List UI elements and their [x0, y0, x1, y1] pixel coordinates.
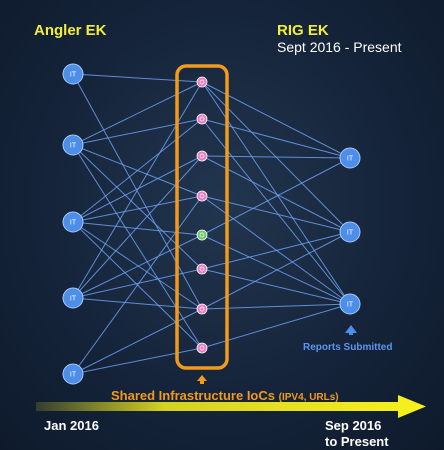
- edge-left-to-ioc: [72, 221, 203, 310]
- node-label: IT: [70, 220, 77, 227]
- shared-infrastructure-text: Shared Infrastructure IoCs: [111, 388, 275, 403]
- edge-left-to-ioc: [72, 155, 203, 223]
- ioc-node-circle: [196, 303, 208, 315]
- ioc-node-7: [196, 303, 208, 315]
- reports-submitted-label: Reports Submitted: [303, 342, 393, 353]
- rig-node-3: IT: [339, 293, 361, 315]
- connection-edges: [72, 73, 351, 375]
- edge-ioc-to-right: [201, 303, 351, 310]
- edge-left-to-ioc: [72, 347, 203, 375]
- edge-left-to-ioc: [72, 144, 203, 270]
- edge-left-to-ioc: [72, 73, 203, 310]
- shared-infrastructure-label: Shared Infrastructure IoCs (IPV4, URLs): [111, 388, 339, 403]
- node-label: IT: [347, 230, 354, 237]
- edge-left-to-ioc: [72, 297, 203, 310]
- rig-node-2: IT: [339, 221, 361, 243]
- edge-left-to-ioc: [72, 118, 203, 223]
- edge-left-to-ioc: [72, 155, 203, 299]
- edge-left-to-ioc: [72, 221, 203, 236]
- shared-ioc-highlight-box: [175, 64, 229, 370]
- node-circle: [62, 134, 84, 156]
- node-circle: [62, 63, 84, 85]
- edge-ioc-to-right: [201, 268, 351, 305]
- node-circle: [339, 147, 361, 169]
- node-label: IT: [70, 372, 77, 379]
- shared-up-arrow-stem: [200, 380, 204, 384]
- edge-ioc-to-right: [201, 155, 351, 233]
- rig-ek-date-range: Sept 2016 - Present: [277, 39, 402, 55]
- timeline-start-date: Jan 2016: [44, 418, 99, 433]
- edge-left-to-ioc: [72, 268, 203, 299]
- rig-node-1: IT: [339, 147, 361, 169]
- ioc-globe-icon: [199, 116, 205, 122]
- reports-up-arrow-icon: [345, 325, 357, 333]
- node-label: IT: [70, 72, 77, 79]
- edge-ioc-to-right: [201, 195, 351, 233]
- edge-ioc-to-right: [201, 157, 351, 236]
- ioc-node-circle: [196, 229, 208, 241]
- edge-left-to-ioc: [72, 81, 203, 146]
- angler-node-5: IT: [62, 363, 84, 385]
- ioc-globe-icon: [199, 266, 205, 272]
- ioc-globe-icon: [199, 232, 205, 238]
- ioc-node-circle: [196, 113, 208, 125]
- ioc-node-circle: [196, 150, 208, 162]
- ioc-node-circle: [196, 76, 208, 88]
- node-circle: [339, 221, 361, 243]
- edge-left-to-ioc: [72, 234, 203, 299]
- ioc-node-1: [196, 76, 208, 88]
- node-label: IT: [70, 143, 77, 150]
- ioc-node-6: [196, 263, 208, 275]
- edge-left-to-ioc: [72, 118, 203, 146]
- ioc-globe-icon: [199, 193, 205, 199]
- angler-node-2: IT: [62, 134, 84, 156]
- ioc-node-3: [196, 150, 208, 162]
- node-label: IT: [347, 156, 354, 163]
- node-label: IT: [70, 296, 77, 303]
- edge-left-to-ioc: [72, 144, 203, 349]
- reports-up-arrow-stem: [349, 332, 353, 335]
- ioc-node-8: [196, 342, 208, 354]
- edge-left-to-ioc: [72, 81, 203, 299]
- shared-infrastructure-note: (IPV4, URLs): [278, 392, 339, 403]
- rig-ek-title: RIG EK: [277, 22, 329, 39]
- edge-ioc-to-right: [201, 234, 351, 305]
- angler-node-4: IT: [62, 287, 84, 309]
- ioc-node-circle: [196, 263, 208, 275]
- ioc-node-5: [196, 229, 208, 241]
- node-circle: [339, 293, 361, 315]
- graph-nodes: IT IT IT IT IT IT IT IT: [62, 63, 361, 385]
- edge-left-to-ioc: [72, 308, 203, 375]
- edge-ioc-to-right: [201, 231, 351, 270]
- ioc-node-circle: [196, 190, 208, 202]
- edge-ioc-to-right: [201, 118, 351, 159]
- ioc-node-2: [196, 113, 208, 125]
- edge-left-to-ioc: [72, 195, 203, 223]
- ioc-node-4: [196, 190, 208, 202]
- node-label: IT: [347, 302, 354, 309]
- timeline-bar: [36, 402, 402, 411]
- timeline-end-line1: Sep 2016: [325, 418, 382, 433]
- angler-node-3: IT: [62, 211, 84, 233]
- shared-up-arrow-icon: [197, 375, 207, 381]
- timeline-end-line2: to Present: [325, 434, 389, 449]
- timeline-arrow-head-icon: [398, 395, 426, 418]
- ioc-node-circle: [196, 342, 208, 354]
- node-circle: [62, 287, 84, 309]
- ioc-globe-icon: [199, 306, 205, 312]
- ioc-globe-icon: [199, 79, 205, 85]
- angler-ek-title: Angler EK: [34, 22, 107, 39]
- edge-left-to-ioc: [72, 73, 203, 83]
- ioc-globe-icon: [199, 153, 205, 159]
- edge-left-to-ioc: [72, 195, 203, 375]
- node-circle: [62, 211, 84, 233]
- node-circle: [62, 363, 84, 385]
- ioc-globe-icon: [199, 345, 205, 351]
- angler-node-1: IT: [62, 63, 84, 85]
